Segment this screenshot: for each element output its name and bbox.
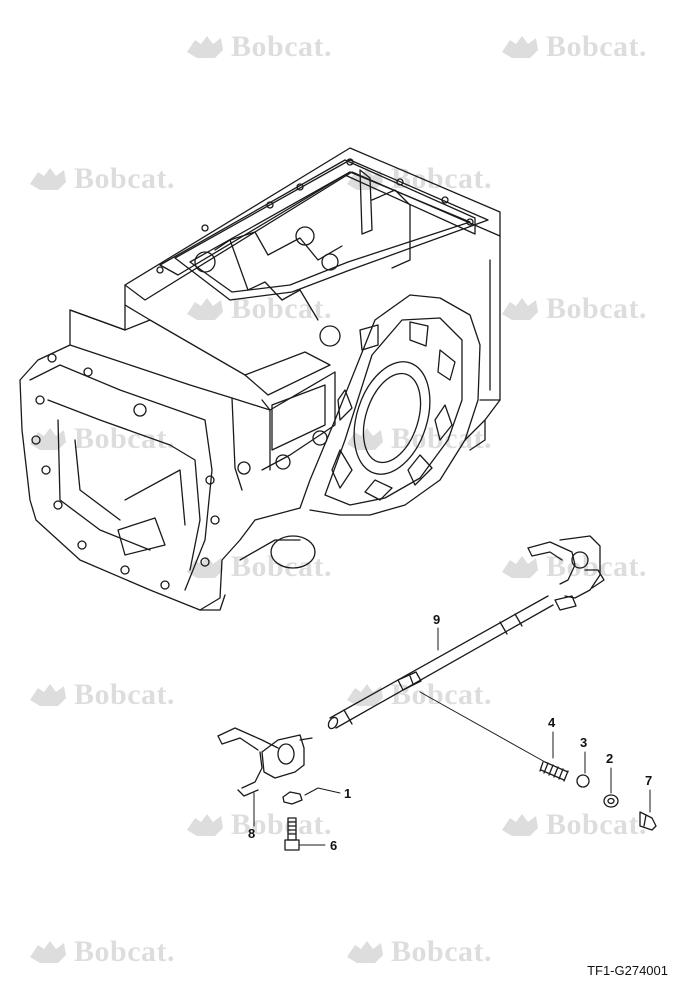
callout-6: 6 — [330, 838, 338, 853]
detent-spring — [539, 761, 569, 782]
plug — [639, 811, 657, 831]
callout-8: 8 — [248, 826, 256, 841]
upper-shift-fork — [527, 535, 605, 611]
figure-id: TF1-G274001 — [587, 963, 668, 978]
callout-1: 1 — [344, 786, 352, 801]
callout-4: 4 — [548, 715, 556, 730]
callout-7: 7 — [645, 773, 653, 788]
transmission-housing — [19, 147, 501, 611]
shift-fork-pin — [282, 791, 303, 805]
shift-fork — [217, 727, 313, 797]
detent-ball — [576, 774, 590, 788]
leader-lines — [253, 627, 651, 846]
callout-9: 9 — [433, 612, 441, 627]
washer — [603, 794, 619, 808]
callout-3: 3 — [580, 735, 588, 750]
shift-rail — [327, 595, 554, 730]
bolt — [284, 817, 300, 851]
callout-2: 2 — [606, 751, 614, 766]
